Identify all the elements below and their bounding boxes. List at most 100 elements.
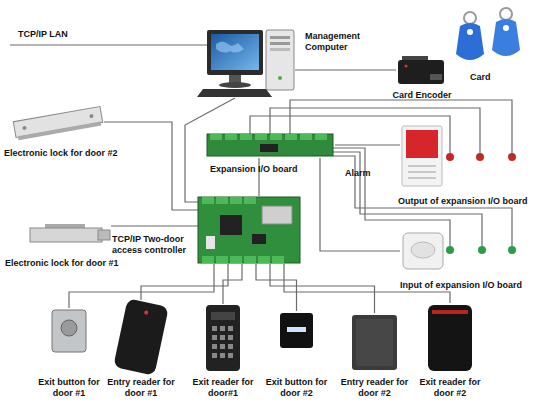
access-controller-illustration-part <box>258 256 270 263</box>
keyfob-card-illustration-part <box>456 23 484 60</box>
node-label: Entry reader for door #2 <box>339 377 411 398</box>
lock-node: Electronic lock for door #2 <box>12 106 104 138</box>
access-controller-illustration-part <box>230 256 242 263</box>
output-dot-part <box>476 153 484 161</box>
motion-sensor-illustration-part <box>403 233 443 269</box>
computer-illustration-part <box>278 76 282 80</box>
node-label: Exit reader for door #2 <box>414 377 486 398</box>
access-controller-illustration-part <box>262 206 292 224</box>
access-controller-illustration-part <box>206 236 215 249</box>
computer-illustration-part <box>219 82 251 88</box>
input-dot <box>446 246 516 254</box>
access-controller-illustration-part <box>252 234 266 244</box>
io-board-node: Expansion I/O board <box>205 132 335 158</box>
node-label: Card <box>470 72 510 83</box>
keypad-reader-illustration-part <box>212 344 217 349</box>
access-controller-illustration-part <box>216 197 228 204</box>
expansion-board-illustration-part <box>210 134 222 140</box>
controller-node: TCP/IP Two-door access controller <box>198 196 300 264</box>
device-node: Entry reader for door #1 <box>116 300 166 374</box>
device-node: Entry reader for door #2 <box>350 313 399 372</box>
keyfob-card-illustration-part <box>467 29 473 35</box>
connector-wire <box>111 225 198 226</box>
device-node: Exit button for door #2 <box>278 311 315 350</box>
connector-wire <box>104 122 198 210</box>
keypad-reader-illustration-part <box>212 326 217 331</box>
keyfob-card-illustration-part <box>503 25 509 31</box>
expansion-board-illustration-part <box>225 134 237 140</box>
card-encoder-illustration-part <box>404 64 407 67</box>
card-reader-illustration <box>113 298 169 375</box>
keyfob-card-illustration-part <box>500 8 512 20</box>
access-controller-illustration-part <box>202 256 214 263</box>
annotation-label: Alarm <box>345 168 371 178</box>
siren-illustration-part <box>406 130 438 158</box>
card-reader-illustration-part <box>352 315 397 370</box>
computer-node: Management Computer <box>205 28 295 98</box>
card-reader-illustration-part <box>356 319 393 366</box>
connector-wire <box>223 264 242 304</box>
connector-wire <box>335 144 400 145</box>
siren-illustration-part <box>402 126 442 186</box>
computer-illustration-part <box>229 75 241 83</box>
siren-illustration-part <box>408 166 436 178</box>
node-label: Exit button for door #2 <box>261 377 333 398</box>
keypad-reader-illustration-part <box>220 335 225 340</box>
access-controller-illustration-part <box>244 197 256 204</box>
computer-illustration-part <box>270 42 290 45</box>
input-node: Input of expansion I/O board <box>400 230 445 272</box>
expansion-board-illustration-part <box>260 144 278 152</box>
signal-wire <box>10 44 207 45</box>
magnetic-lock-illustration-part <box>18 122 101 141</box>
connector-wire <box>256 264 297 311</box>
keypad-reader-illustration-part <box>228 326 233 331</box>
card-reader-illustration-part <box>144 310 149 315</box>
exit-button-illustration-part <box>52 310 86 352</box>
card-reader-illustration <box>428 305 472 371</box>
access-controller-illustration <box>198 197 300 263</box>
node-label: Output of expansion I/O board <box>398 196 542 207</box>
keyfob-card-illustration-part <box>464 12 476 24</box>
card-encoder-illustration-part <box>398 60 444 84</box>
node-label: Exit button for door #1 <box>33 377 105 398</box>
access-controller-illustration-part <box>244 256 256 263</box>
keyfob-card-illustration-part <box>492 19 520 56</box>
keypad-reader-illustration-part <box>212 335 217 340</box>
computer-illustration-part <box>270 36 290 39</box>
card-encoder-illustration-part <box>430 74 442 80</box>
access-controller-illustration-part <box>220 215 242 235</box>
lock-node: Electronic lock for door #1 <box>25 222 111 248</box>
keypad-reader-illustration <box>206 305 240 371</box>
access-controller-illustration-part <box>272 256 284 263</box>
node-label: Card Encoder <box>386 90 458 101</box>
siren-illustration <box>402 126 442 186</box>
output-dot <box>446 153 516 161</box>
electric-strike-illustration-part <box>98 230 110 240</box>
card-node: Card <box>458 12 522 68</box>
output-dot-part <box>446 153 454 161</box>
keypad-reader-illustration-part <box>212 353 217 358</box>
keypad-reader-illustration-part <box>220 344 225 349</box>
card-reader-illustration-part <box>428 305 472 371</box>
computer-illustration-part <box>197 89 272 97</box>
computer-illustration-part <box>216 42 244 53</box>
exit-button-illustration-part <box>61 320 77 336</box>
node-label: TCP/IP Two-door access controller <box>112 234 196 255</box>
motion-sensor-illustration <box>403 233 443 269</box>
computer-illustration <box>197 30 294 97</box>
motion-sensor-illustration-part <box>411 242 435 258</box>
keypad-reader-illustration-part <box>206 305 240 371</box>
computer-illustration-part <box>266 30 294 90</box>
expansion-board-illustration <box>207 134 333 156</box>
input-dot-part <box>478 246 486 254</box>
node-label: Entry reader for door #1 <box>105 377 177 398</box>
node-label: Exit reader for door#1 <box>187 377 259 398</box>
expansion-board-illustration-part <box>270 134 282 140</box>
node-label: Input of expansion I/O board <box>400 280 544 291</box>
keypad-reader-illustration-part <box>228 353 233 358</box>
magnetic-lock-illustration-part <box>22 126 27 131</box>
computer-illustration-part <box>207 30 263 75</box>
access-controller-illustration-part <box>230 197 242 204</box>
magnetic-lock-illustration-part <box>89 114 94 119</box>
output-node: Output of expansion I/O board <box>400 122 445 188</box>
